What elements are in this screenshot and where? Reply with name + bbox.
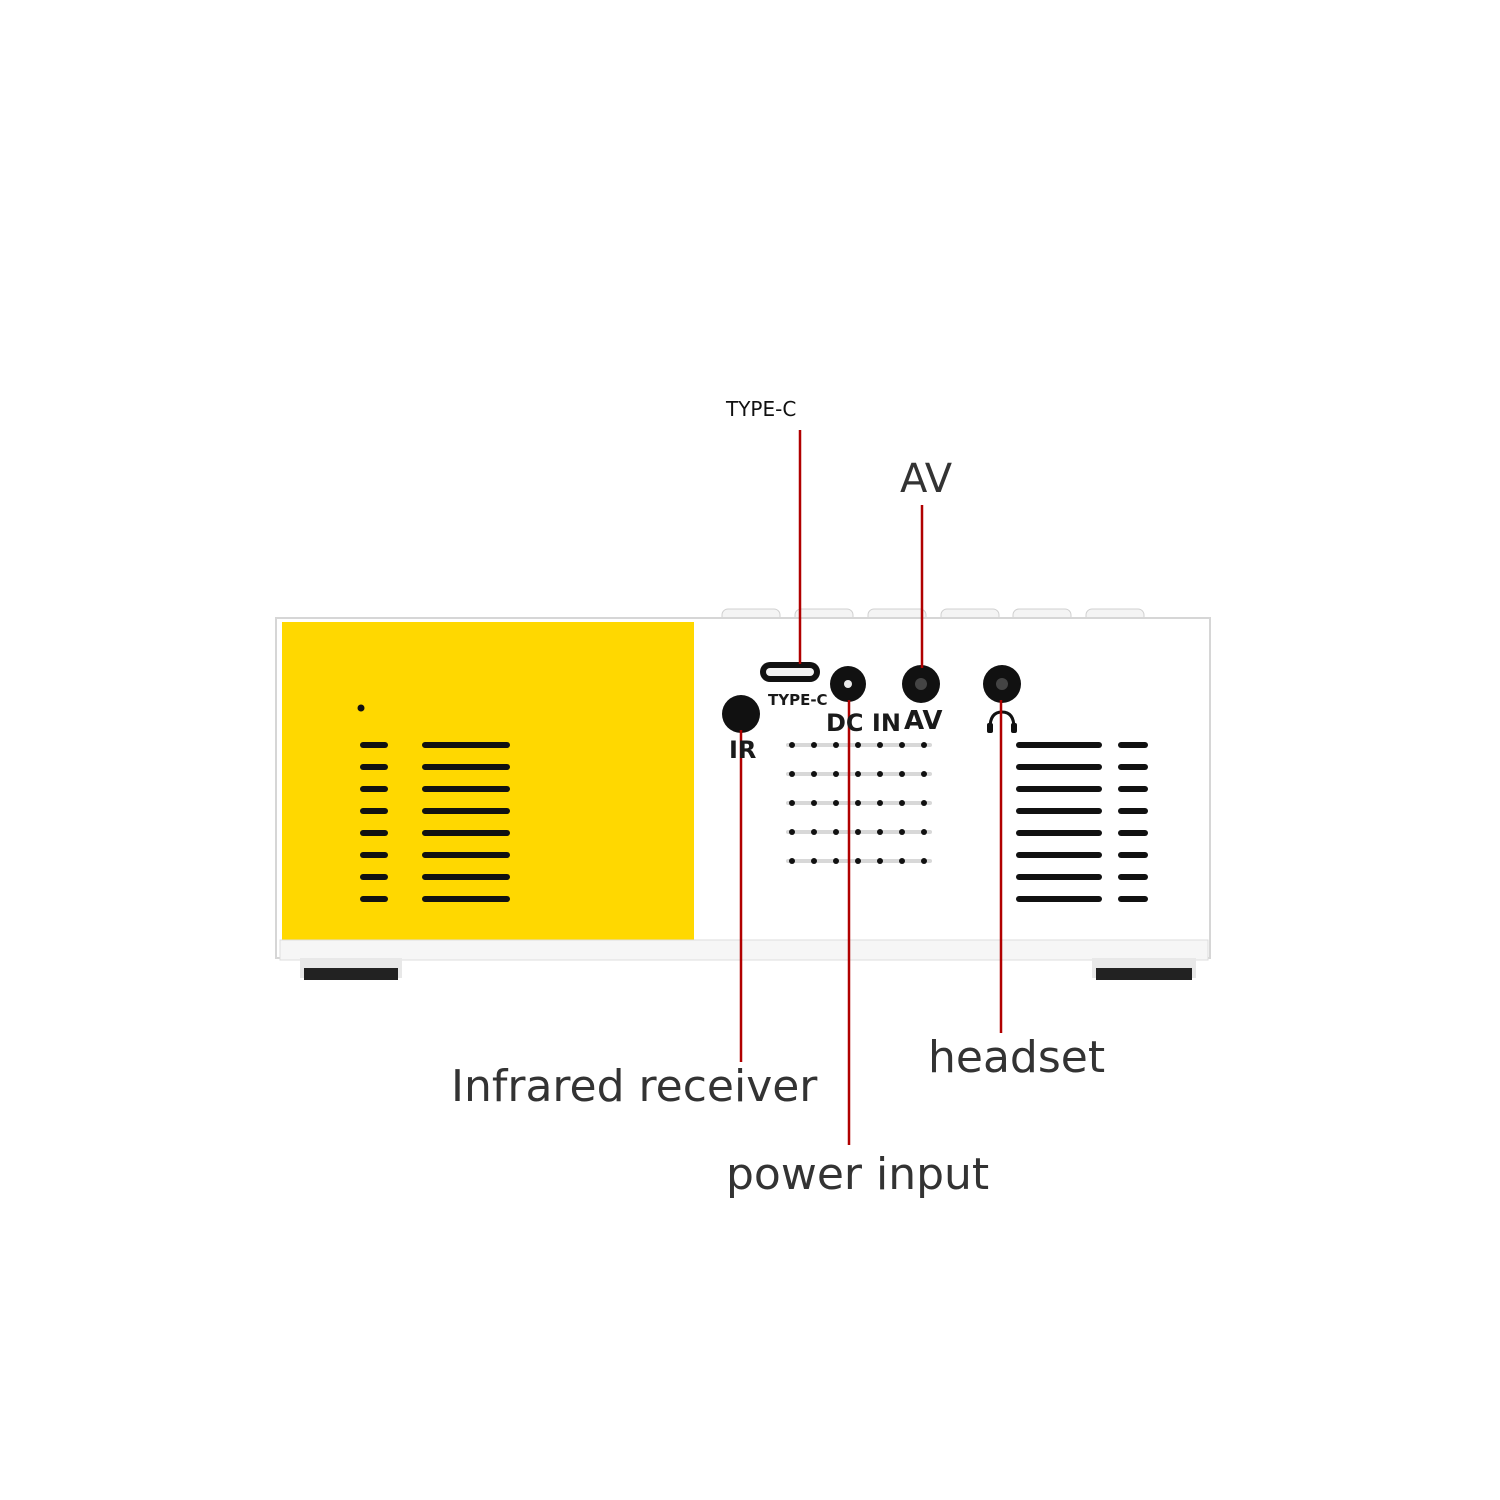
grille-hole	[921, 771, 927, 777]
vent-slot	[422, 830, 510, 836]
vent-slot	[422, 896, 510, 902]
grille-hole	[833, 829, 839, 835]
vent-slot	[1118, 830, 1148, 836]
type-c-port	[760, 662, 820, 682]
vent-slot	[1016, 874, 1102, 880]
vent-slot	[1016, 830, 1102, 836]
vent-slot	[360, 786, 388, 792]
vent-right-short	[1118, 742, 1148, 902]
grille-hole	[855, 858, 861, 864]
headset-port	[983, 665, 1021, 703]
grille-hole	[811, 771, 817, 777]
vent-slot	[1118, 808, 1148, 814]
vent-slot	[360, 764, 388, 770]
grille-hole	[833, 800, 839, 806]
vent-slot	[1118, 742, 1148, 748]
grille-hole	[877, 800, 883, 806]
grille-hole	[921, 829, 927, 835]
ir-receiver	[722, 695, 760, 733]
label-infrared-receiver: Infrared receiver	[451, 1061, 818, 1112]
grille-hole	[899, 858, 905, 864]
grille-hole	[855, 742, 861, 748]
vent-slot	[422, 874, 510, 880]
grille-hole	[899, 829, 905, 835]
vent-slot	[1118, 764, 1148, 770]
panel-label-type-c: TYPE-C	[768, 691, 828, 709]
vent-slot	[1016, 896, 1102, 902]
vent-slot	[1118, 896, 1148, 902]
grille-hole	[877, 771, 883, 777]
label-headset: headset	[928, 1032, 1106, 1083]
vent-slot	[360, 742, 388, 748]
grille-hole	[899, 800, 905, 806]
grille-hole	[877, 829, 883, 835]
vent-slot	[1016, 764, 1102, 770]
vent-slot	[422, 764, 510, 770]
grille-hole	[811, 829, 817, 835]
vent-slot	[1118, 786, 1148, 792]
vent-slot	[1016, 742, 1102, 748]
grille-hole	[789, 858, 795, 864]
grille-hole	[789, 800, 795, 806]
grille-hole	[811, 858, 817, 864]
vent-slot	[422, 852, 510, 858]
vent-right-long	[1016, 742, 1102, 902]
vent-slot	[422, 786, 510, 792]
grille-hole	[833, 858, 839, 864]
vent-slot	[1016, 786, 1102, 792]
panel-label-av: AV	[904, 706, 943, 736]
vent-slot	[1118, 852, 1148, 858]
grille-hole	[811, 800, 817, 806]
dc-in-port	[830, 666, 866, 702]
grille-hole	[811, 742, 817, 748]
speaker-grille	[786, 742, 932, 864]
vent-slot	[422, 742, 510, 748]
grille-hole	[789, 771, 795, 777]
vent-slot	[360, 852, 388, 858]
grille-hole	[921, 858, 927, 864]
grille-hole	[877, 858, 883, 864]
grille-hole	[855, 800, 861, 806]
vent-left-short	[360, 742, 388, 902]
grille-hole	[899, 771, 905, 777]
grille-hole	[877, 742, 883, 748]
vent-left-long	[422, 742, 510, 902]
grille-hole	[789, 829, 795, 835]
grille-hole	[855, 771, 861, 777]
vent-slot	[1016, 852, 1102, 858]
grille-hole	[833, 742, 839, 748]
vent-slot	[360, 808, 388, 814]
av-port	[902, 665, 940, 703]
vent-slot	[422, 808, 510, 814]
grille-hole	[789, 742, 795, 748]
vent-slot	[1016, 808, 1102, 814]
callout-lines	[739, 430, 1003, 1145]
label-type-c: TYPE-C	[726, 397, 797, 421]
grille-hole	[855, 829, 861, 835]
panel-label-ir: IR	[729, 736, 757, 764]
vent-slot	[360, 874, 388, 880]
grille-hole	[899, 742, 905, 748]
label-power-input: power input	[726, 1149, 990, 1200]
grille-hole	[921, 800, 927, 806]
yellow-panel	[282, 622, 694, 940]
grille-hole	[833, 771, 839, 777]
vent-slot	[1118, 874, 1148, 880]
vent-slot	[360, 896, 388, 902]
panel-label-dc-in: DC IN	[826, 709, 901, 737]
label-av: AV	[900, 456, 953, 502]
vent-slot	[360, 830, 388, 836]
grille-hole	[921, 742, 927, 748]
